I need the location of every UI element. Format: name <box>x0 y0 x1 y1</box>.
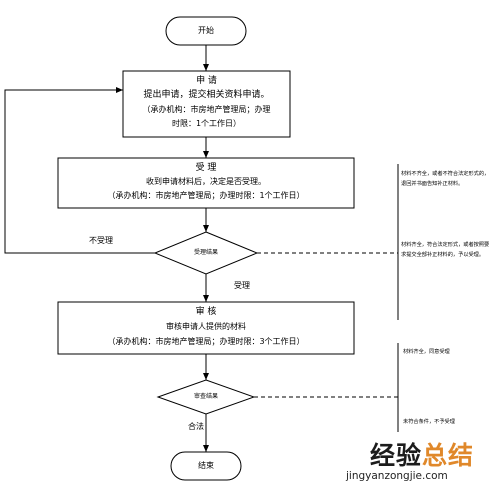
apply-title: 申 请 <box>196 76 217 86</box>
accept-org: （承办机构：市房地产管理局；办理时限：1个工作日） <box>107 191 305 200</box>
apply-org-line2: 时限：1个工作日） <box>171 119 242 128</box>
watermark-brand-part2: 总结 <box>422 441 475 470</box>
note-agree: 材料齐全，同意受理 <box>403 349 450 355</box>
apply-box <box>122 70 291 138</box>
accept-desc: 收到申请材料后，决定是否受理。 <box>146 177 266 186</box>
apply-org-line1: （承办机构：市房地产管理局；办理 <box>142 105 271 114</box>
label-accepted: 受理 <box>234 281 250 290</box>
label-not-accepted: 不受理 <box>89 236 113 245</box>
start-label: 开始 <box>198 26 214 35</box>
review-desc: 审核申请人提供的材料 <box>166 322 246 331</box>
decision-accept-label: 受理结果 <box>193 249 218 256</box>
watermark-brand-part1: 经验 <box>370 441 423 470</box>
label-qualified: 合法 <box>188 422 204 431</box>
watermark-url: jingyanzongjie.com <box>346 470 448 482</box>
end-label: 结束 <box>198 461 214 470</box>
note-accept: 材料齐全，符合法定形式，或者按照要求提交全部补正材料的，予以受理。 <box>401 242 490 258</box>
review-org: （承办机构：市房地产管理局；办理时限：3个工作日） <box>107 337 305 346</box>
note-disagree: 未符合条件，不予受理 <box>403 419 455 425</box>
apply-desc: 提出申请，提交相关资料申请。 <box>143 90 270 100</box>
end-terminal <box>170 451 242 481</box>
watermark-brand: 经验总结 <box>370 436 474 472</box>
review-box <box>57 301 355 355</box>
arrow-not-accepted-loop <box>4 87 155 254</box>
review-title: 审 核 <box>195 307 217 317</box>
decision-review-label: 审查结果 <box>193 393 218 400</box>
note-reject: 材料不齐全，或者不符合法定形式的，退回并书面告知补正材料。 <box>401 171 490 187</box>
accept-title: 受 理 <box>195 163 217 173</box>
